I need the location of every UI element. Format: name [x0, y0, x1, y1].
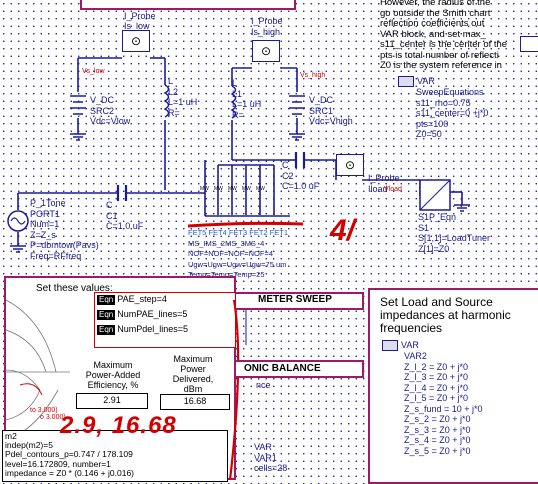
- inductor-left-labels[interactable]: L L2 L=1 uH R=: [168, 76, 198, 118]
- smith-mark: to 3.000): [30, 407, 58, 414]
- src-high-labels[interactable]: V_DC SRC1 Vdc=Vhigh: [309, 95, 353, 126]
- pdel-readout-label: Maximum Power Delivered, dBm: [172, 354, 214, 394]
- probe-low-name: Is_low: [124, 21, 150, 31]
- inductor-right-labels[interactable]: L L1 L=1 uH R=: [232, 78, 262, 120]
- var1-fragment[interactable]: VAR VAR1 cells=28: [254, 442, 288, 473]
- node-vs-high: Vs_high: [300, 72, 326, 79]
- node-vload: Vload: [384, 186, 402, 193]
- var-icon: [382, 340, 398, 352]
- probe-high-type: I_Probe: [251, 16, 283, 26]
- sweep-equations-block[interactable]: VAR SweepEquations s11_rho=0.75 s11_cent…: [398, 76, 488, 140]
- parameter-sweep-box: [236, 292, 364, 310]
- pdel-readout-value: 16.68: [160, 394, 230, 410]
- probe-load-icon[interactable]: ⊙: [336, 154, 364, 176]
- probe-low-type: I_Probe: [124, 11, 156, 21]
- cap-right-labels[interactable]: C C2 C=1.0 uF: [282, 160, 320, 191]
- handwritten-annotation-bottom: 2.9, 16.68: [60, 412, 177, 439]
- parameter-sweep-title: METER SWEEP: [258, 294, 332, 305]
- fet-labels: FET5 FET4 FET3 FET2 FET1 MS_IMS_2MS_3MS_…: [188, 228, 289, 279]
- src-low-labels[interactable]: V_DC SRC2 Vdc=Vlow: [90, 95, 131, 126]
- smith-mark: o 3.000): [40, 414, 66, 421]
- pae-readout-label: Maximum Power-Added Efficiency, %: [85, 360, 141, 390]
- notes-text: However, the radius of the go outside th…: [380, 0, 508, 71]
- fet-tag: MW: [256, 186, 265, 192]
- handwritten-annotation-top: 4/: [330, 214, 356, 247]
- right-edge-icon: [520, 36, 538, 52]
- probe-high-icon[interactable]: ⊙: [252, 40, 280, 62]
- fet-tag: MW: [228, 186, 237, 192]
- fet-tag: MW: [242, 186, 251, 192]
- fet-tag: MW: [214, 186, 223, 192]
- harmonic-balance-sub: nce: [256, 380, 271, 390]
- probe-high-name: Is_high: [251, 27, 281, 37]
- var-icon: [398, 76, 414, 88]
- probe-low-icon[interactable]: ⊙: [122, 30, 150, 52]
- node-vs-low: Vs_low: [82, 68, 105, 75]
- harmonic-balance-title: ONIC BALANCE: [244, 363, 321, 374]
- s1p-labels[interactable]: S1P_Eqn S1 S[1,1]=LoadTuner Z[1]=Z0: [418, 212, 490, 254]
- var2-block[interactable]: VAR VAR2 Z_l_2 = Z0 + j*0 Z_l_3 = Z0 + j…: [382, 340, 483, 456]
- load-source-title: Set Load and Source impedances at harmon…: [380, 295, 511, 335]
- pae-readout-value: 2.91: [76, 393, 148, 409]
- fet-tag: MW: [200, 186, 209, 192]
- set-values-title: Set these values:: [36, 283, 113, 294]
- port-labels[interactable]: P_1Tone PORT1 Num=1 Z=Z_s P=dbmtow(Pavs)…: [30, 198, 99, 261]
- notes-box: [80, 0, 296, 10]
- harmonic-balance-box: [236, 360, 364, 378]
- cap-left-labels[interactable]: C C1 C=1.0 uF: [106, 200, 144, 231]
- probe-load-name: Iload: [368, 184, 388, 194]
- probe-load-type: I_Probe: [368, 173, 400, 183]
